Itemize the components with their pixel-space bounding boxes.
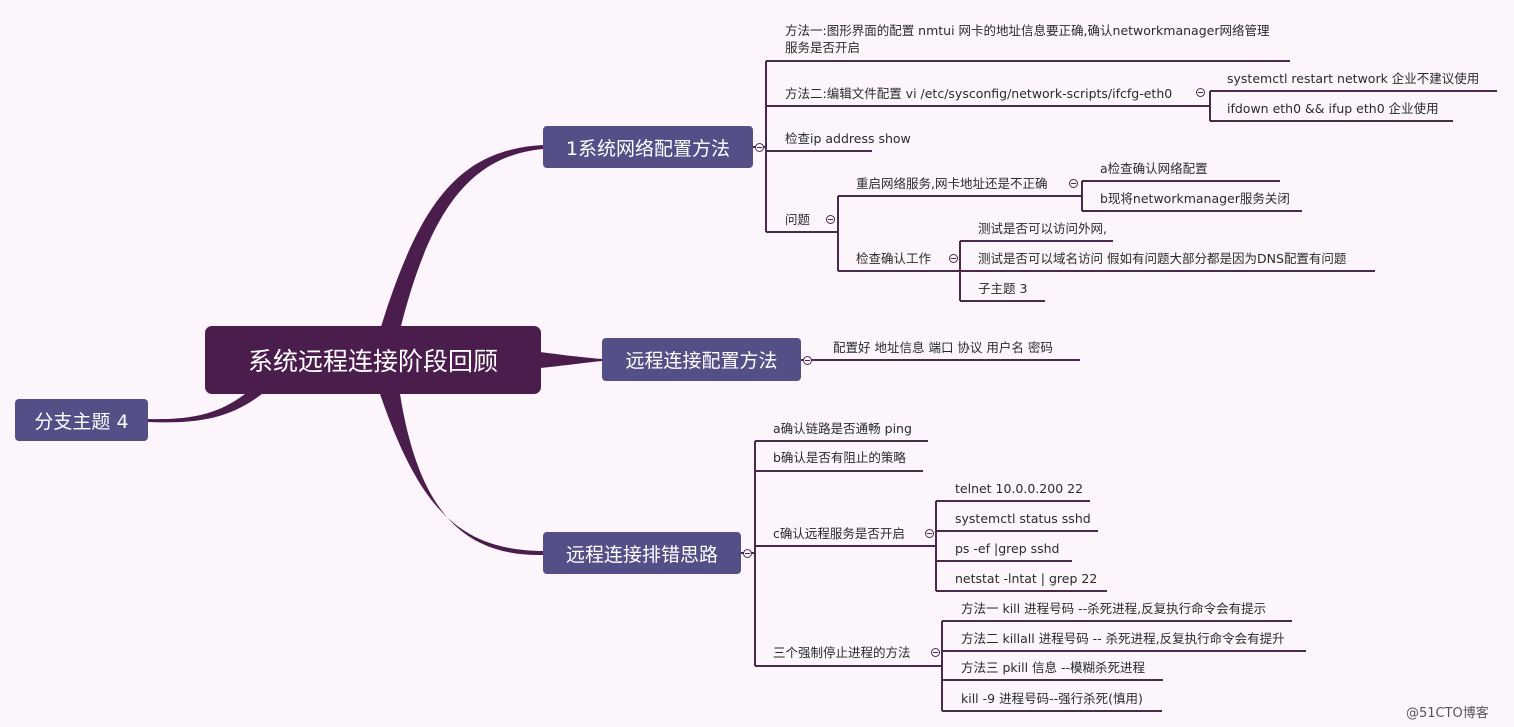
collapse-icon[interactable] [803,356,812,365]
leaf-restart-network[interactable]: 重启网络服务,网卡地址还是不正确 [856,176,1048,191]
leaf-test-dns[interactable]: 测试是否可以域名访问 假如有问题大部分都是因为DNS配置有问题 [978,251,1347,266]
leaf-problem[interactable]: 问题 [785,212,811,227]
collapse-icon[interactable] [1196,88,1205,97]
leaf-test-internet[interactable]: 测试是否可以访问外网, [978,221,1107,236]
root-topic[interactable]: 系统远程连接阶段回顾 [205,326,541,394]
collapse-icon[interactable] [755,143,764,152]
leaf-method1-line2: 服务是否开启 [785,40,861,55]
collapse-icon[interactable] [1069,179,1078,188]
branch-remote-config[interactable]: 远程连接配置方法 [602,338,801,381]
leaf-ifdown-ifup[interactable]: ifdown eth0 && ifup eth0 企业使用 [1227,101,1439,116]
leaf-remote-service[interactable]: c确认远程服务是否开启 [773,526,905,541]
leaf-kill-methods[interactable]: 三个强制停止进程的方法 [773,645,911,660]
leaf-kill[interactable]: 方法一 kill 进程号码 --杀死进程,反复执行命令会有提示 [961,601,1267,616]
leaf-check-work[interactable]: 检查确认工作 [856,251,932,266]
leaf-method1-line1: 方法一:图形界面的配置 nmtui 网卡的地址信息要正确,确认networkma… [785,23,1270,38]
leaf-check-config[interactable]: a检查确认网络配置 [1100,161,1208,176]
leaf-netstat[interactable]: netstat -lntat | grep 22 [955,571,1098,586]
leaf-systemctl-restart[interactable]: systemctl restart network 企业不建议使用 [1227,71,1480,86]
connector-root-b2 [540,352,602,368]
collapse-icon[interactable] [931,648,940,657]
leaf-killall[interactable]: 方法二 killall 进程号码 -- 杀死进程,反复执行命令会有提升 [961,631,1285,646]
leaf-method2[interactable]: 方法二:编辑文件配置 vi /etc/sysconfig/network-scr… [785,86,1173,101]
collapse-icon[interactable] [925,529,934,538]
connector-root-floating [148,390,262,423]
leaf-pkill[interactable]: 方法三 pkill 信息 --模糊杀死进程 [961,660,1146,675]
leaf-telnet[interactable]: telnet 10.0.0.200 22 [955,481,1084,496]
leaf-method1[interactable]: 方法一:图形界面的配置 nmtui 网卡的地址信息要正确,确认networkma… [785,22,1269,56]
connector-root-b3 [380,394,543,556]
floating-topic[interactable]: 分支主题 4 [15,399,148,441]
leaf-remote-config-items[interactable]: 配置好 地址信息 端口 协议 用户名 密码 [833,340,1053,355]
collapse-icon[interactable] [826,215,835,224]
leaf-systemctl-status[interactable]: systemctl status sshd [955,511,1091,526]
collapse-icon[interactable] [949,254,958,263]
leaf-ping[interactable]: a确认链路是否通畅 ping [773,421,912,436]
leaf-kill-9[interactable]: kill -9 进程号码--强行杀死(慎用) [961,691,1143,706]
branch-remote-troubleshoot[interactable]: 远程连接排错思路 [543,532,741,574]
collapse-icon[interactable] [743,549,752,558]
branch-network-config[interactable]: 1系统网络配置方法 [543,126,753,168]
leaf-ps-grep[interactable]: ps -ef |grep sshd [955,541,1060,556]
leaf-subtopic-3[interactable]: 子主题 3 [978,281,1028,296]
leaf-close-networkmanager[interactable]: b现将networkmanager服务关闭 [1100,191,1290,206]
connector-root-b1 [380,145,543,330]
leaf-ip-address[interactable]: 检查ip address show [785,131,911,146]
watermark: @51CTO博客 [1406,706,1489,721]
leaf-policy[interactable]: b确认是否有阻止的策略 [773,450,906,465]
